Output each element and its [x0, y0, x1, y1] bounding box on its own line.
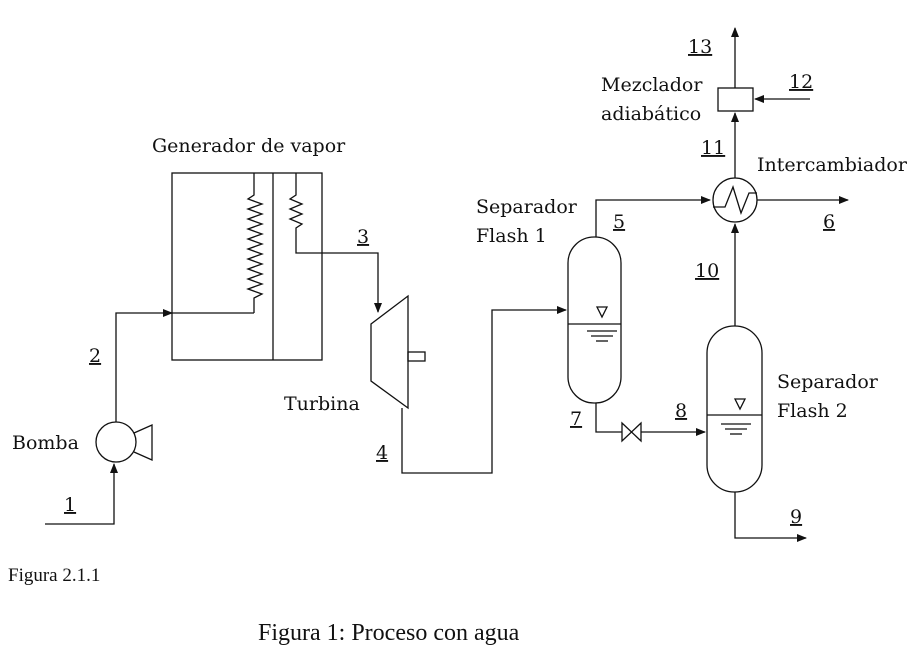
- stream-label-4: 4: [376, 442, 388, 464]
- flash-1-label-line2: Flash 1: [476, 225, 547, 247]
- figure-tag: Figura 2.1.1: [8, 565, 100, 586]
- flash-1-label-line1: Separador: [476, 196, 578, 218]
- turbine: [370, 294, 426, 410]
- boiler-coil: [246, 173, 264, 313]
- stream-5-line: [595, 196, 711, 237]
- stream-labels: 1 2 3 4 5 6 7 8 9 10 11 12 13: [64, 36, 835, 528]
- pump-label: Bomba: [12, 432, 79, 454]
- flash-2-label-line2: Flash 2: [777, 400, 848, 422]
- stream-label-7: 7: [570, 408, 582, 430]
- steam-generator-casing: [171, 172, 323, 361]
- flash-2-level-indicator: [733, 398, 747, 411]
- stream-label-1: 1: [64, 494, 76, 516]
- figure-caption: Figura 1: Proceso con agua: [258, 620, 520, 646]
- turbine-shaft: [407, 351, 426, 362]
- stream-label-8: 8: [675, 400, 687, 422]
- heat-exchanger-body: [712, 177, 758, 223]
- exchanger-label: Intercambiador: [757, 154, 908, 176]
- turbine-label: Turbina: [284, 393, 360, 415]
- mixer-label-line2: adiabático: [601, 103, 701, 125]
- flash-1-level-indicator: [595, 306, 609, 319]
- stream-label-10: 10: [695, 260, 719, 282]
- stream-9-line: [734, 492, 807, 542]
- pump-body: [95, 421, 137, 463]
- flash-separator-1: [567, 236, 622, 404]
- heat-exchanger: [712, 177, 758, 223]
- generator-label: Generador de vapor: [152, 135, 346, 157]
- expansion-valve: [621, 421, 642, 443]
- stream-4-line: [401, 306, 567, 474]
- superheater-coil: [288, 173, 304, 235]
- stream-label-11: 11: [701, 137, 725, 159]
- pump-discharge: [133, 423, 153, 462]
- heat-exchanger-coil: [713, 185, 757, 215]
- stream-label-6: 6: [823, 211, 835, 233]
- stream-label-12: 12: [789, 71, 813, 93]
- stream-1-line: [45, 463, 118, 525]
- flash-2-label-line1: Separador: [777, 371, 879, 393]
- flash-separator-2: [706, 325, 763, 493]
- stream-label-9: 9: [790, 506, 802, 528]
- stream-label-5: 5: [613, 211, 625, 233]
- mixer-label-line1: Mezclador: [601, 74, 703, 96]
- stream-label-3: 3: [357, 226, 369, 248]
- stream-lines: [45, 27, 849, 542]
- equipment-labels: Generador de vapor Turbina Bomba Separad…: [12, 74, 908, 454]
- stream-7-line: [595, 403, 622, 433]
- turbine-body: [370, 294, 409, 410]
- stream-label-13: 13: [688, 36, 712, 58]
- pump: [95, 421, 153, 463]
- stream-label-2: 2: [89, 345, 101, 367]
- stream-2-line: [115, 309, 173, 422]
- steam-generator: [171, 172, 323, 361]
- flash-1-vessel: [567, 236, 622, 404]
- flash-2-vessel: [706, 325, 763, 493]
- adiabatic-mixer: [717, 87, 754, 112]
- stream-3-line: [295, 235, 382, 313]
